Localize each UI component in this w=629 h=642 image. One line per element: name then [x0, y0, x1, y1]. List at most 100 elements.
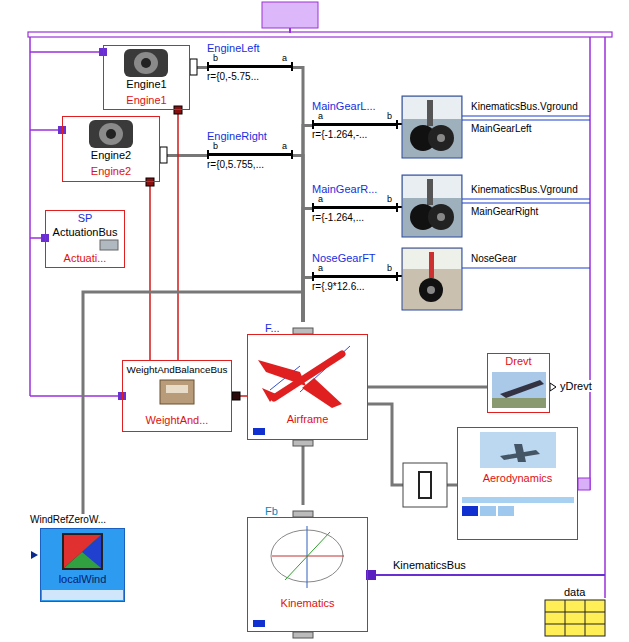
signal-wire — [462, 198, 590, 199]
gear-wheel — [419, 278, 443, 302]
component-label: localWind — [59, 573, 107, 586]
component-label: r={-1.264,-... — [312, 129, 367, 141]
component-label: SP — [78, 212, 93, 225]
component-label: F... — [265, 322, 280, 335]
component-label: b — [387, 263, 392, 274]
drevt-picture — [500, 380, 544, 398]
gear-wheel — [427, 286, 435, 294]
bar-end — [312, 272, 314, 281]
component-label: a — [318, 263, 323, 274]
aero-picture — [480, 432, 556, 468]
data-table — [545, 600, 605, 636]
sensor-box — [403, 463, 447, 507]
signal-wire — [462, 119, 590, 120]
bar-end — [396, 272, 398, 281]
component-label: Kinematics — [281, 597, 335, 610]
mass-port — [232, 392, 240, 400]
bar-end — [312, 120, 314, 129]
engine-icon — [124, 49, 168, 77]
gear-picture — [427, 179, 433, 205]
icon-mark — [498, 506, 514, 516]
data-table — [545, 612, 605, 613]
frame-wire — [398, 275, 402, 277]
component-label: a — [282, 141, 287, 152]
bar-line — [207, 65, 293, 68]
gear-wheel — [437, 134, 445, 142]
scale-icon — [166, 385, 188, 393]
fixed-translation: EngineLeftbar={0,-5.75... — [207, 42, 293, 84]
top-bus-connector — [262, 2, 318, 28]
gear-picture — [429, 252, 434, 278]
sensor-symbol — [419, 472, 431, 498]
wind-icon — [64, 535, 101, 568]
aero-picture — [514, 444, 526, 462]
bar-line — [312, 123, 398, 126]
wind-block — [40, 528, 125, 602]
signal-name: KinematicsBus — [392, 559, 467, 571]
signal-wire — [462, 267, 590, 268]
connection-line — [302, 440, 305, 505]
component-label: Fb — [265, 505, 278, 518]
kinematics-icon — [285, 532, 330, 580]
component-label: Drevt — [505, 355, 531, 368]
fixed-translation: NoseGearFTabr={.9*12.6... — [312, 252, 398, 294]
wind-block — [42, 590, 123, 600]
airframe-icon — [262, 388, 276, 402]
bus-wire — [589, 37, 591, 490]
component-label: Engine2 — [91, 149, 131, 162]
bus-port — [578, 478, 590, 490]
gear-wheel — [428, 204, 454, 230]
component-label: Actuati... — [64, 252, 107, 265]
gear-picture — [402, 96, 462, 158]
wind-icon — [64, 535, 101, 568]
frame-wire — [398, 123, 402, 125]
connection-line — [149, 182, 151, 360]
bus-wire — [604, 37, 606, 598]
heat-port — [146, 178, 154, 186]
signal-name: MainGearLeft — [470, 123, 533, 135]
component-frame — [247, 517, 368, 632]
component-label: Aerodynamics — [483, 472, 553, 485]
bus-wire — [30, 51, 103, 53]
bus-wire — [30, 395, 122, 397]
actuation-block: SPActuationBusActuati... — [45, 210, 125, 268]
component-label: r={0,-5.75... — [207, 71, 259, 83]
bus-wire — [30, 129, 62, 131]
connection-line — [83, 292, 303, 514]
kinematics-block: FbKinematics — [247, 505, 368, 632]
fixed-translation: MainGearL...abr={-1.264,-... — [312, 100, 398, 142]
gear-wheel — [437, 213, 445, 221]
airframe-block: F...Airframe — [247, 322, 368, 440]
bar-end — [207, 150, 209, 159]
sensor-block: Drevt — [487, 353, 550, 413]
component-label: Engine1 — [126, 78, 166, 91]
gear-wheel — [428, 125, 454, 151]
signal-name: yDrevt — [559, 380, 593, 392]
component-label: ActuationBus — [53, 226, 118, 239]
icon-mark — [253, 620, 265, 627]
airframe-icon — [274, 354, 342, 398]
signal-name: data — [563, 586, 586, 598]
bar-end — [207, 62, 209, 71]
gear-picture — [402, 175, 462, 237]
bar-line — [207, 153, 293, 156]
output-port — [550, 383, 556, 391]
component-label: b — [387, 111, 392, 122]
top-bus — [28, 32, 612, 37]
component-label: r={-1.264,... — [312, 212, 364, 224]
input-port — [31, 551, 38, 559]
bar-end — [396, 203, 398, 212]
frame-port — [293, 440, 313, 446]
wind-icon — [62, 533, 103, 570]
gear-picture — [402, 248, 462, 310]
signal-name: KinematicsBus.Vground — [470, 101, 579, 113]
scale-icon — [160, 380, 194, 404]
drevt-picture — [492, 372, 546, 408]
data-table — [565, 600, 566, 636]
component-label: b — [387, 194, 392, 205]
signal-name: NoseGear — [470, 253, 518, 265]
component-label: b — [213, 53, 218, 64]
engine-block: Engine1Engine1 — [103, 45, 190, 110]
